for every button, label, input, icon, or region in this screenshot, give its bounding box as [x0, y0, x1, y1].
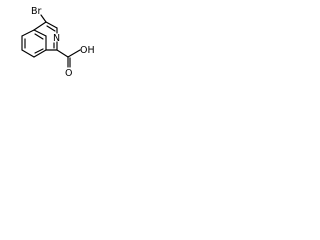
double-bond-left-ring-2	[34, 48, 44, 54]
bond-c8a-c4a	[33, 29, 47, 37]
bromo-label: Br	[31, 6, 42, 17]
bond-lines	[21, 14, 81, 68]
bond-c4a-c5	[21, 29, 35, 37]
double-bond-left-ring-3	[34, 33, 44, 40]
ring-nitrogen-label: N	[53, 33, 60, 44]
bond-carboxyl-hydroxyl	[67, 49, 81, 58]
isoquinoline-structure-diagram: Br N O OH	[21, 6, 95, 78]
atom-labels: Br N O OH	[31, 6, 95, 78]
bond-c1-carboxyl	[56, 49, 69, 58]
hydroxyl-label: OH	[80, 45, 95, 56]
carbonyl-oxygen-label: O	[65, 68, 72, 78]
bond-c4-bromine	[40, 14, 47, 23]
bond-c4a-c4	[33, 21, 47, 31]
double-bond-c4-c3	[46, 25, 56, 32]
bond-c4-c3	[45, 21, 58, 29]
bond-c7-c8	[33, 49, 47, 58]
bond-c6-c7	[21, 49, 35, 58]
